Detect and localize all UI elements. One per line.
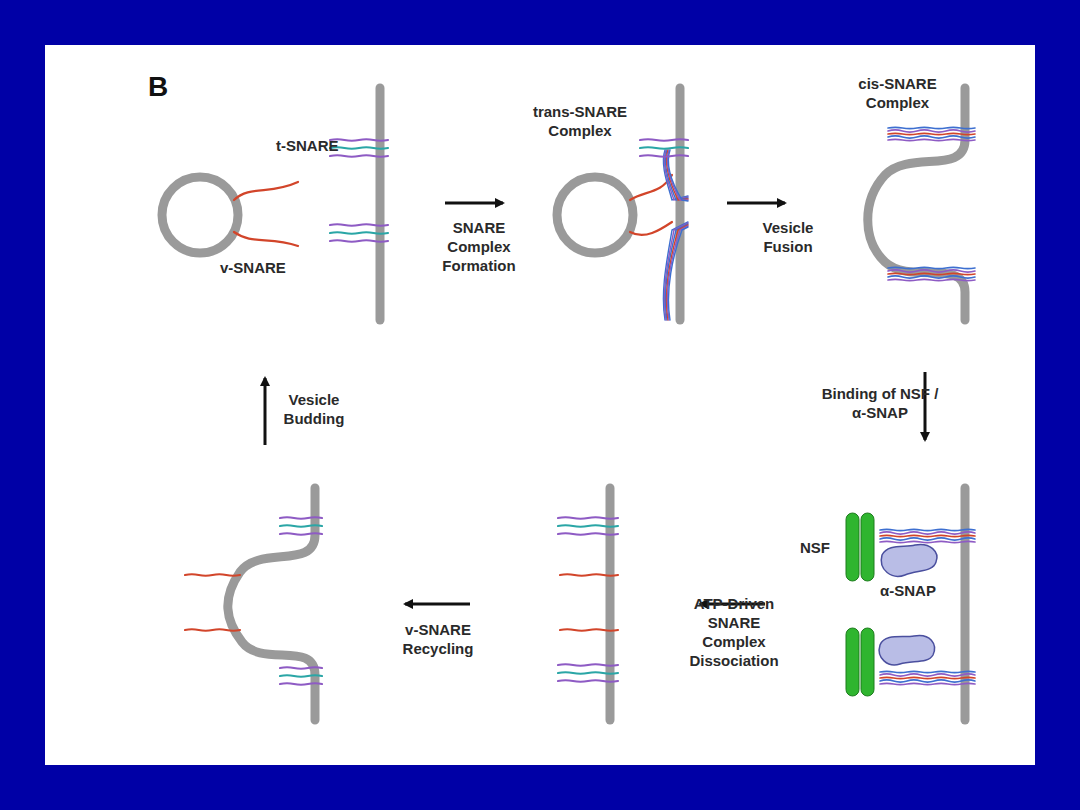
snare-strand	[880, 535, 975, 536]
snare-strand	[665, 224, 688, 320]
label: ATP-Driven SNARE Complex Dissociation	[678, 594, 790, 670]
snare-strand	[888, 139, 975, 140]
snare-strand	[880, 532, 975, 534]
label: v-SNARE Recycling	[390, 620, 486, 658]
snare-strand	[640, 139, 688, 141]
snare-strand	[185, 629, 240, 631]
snare-strand	[888, 267, 975, 268]
snare-strand	[330, 147, 388, 149]
snare-strand	[330, 232, 388, 234]
snare-strand	[666, 150, 688, 200]
snare-strand	[880, 683, 975, 684]
panel-letter: B	[148, 72, 188, 102]
snare-strand	[280, 517, 322, 519]
snare-strand	[280, 667, 322, 669]
snare-strand	[880, 680, 975, 682]
snare-strand	[888, 279, 975, 280]
snare-strand	[880, 677, 975, 678]
snare-strand	[880, 541, 975, 542]
snare-strand	[888, 133, 975, 134]
label: v-SNARE	[220, 258, 320, 277]
snare-strand	[558, 533, 618, 535]
label: t-SNARE	[276, 136, 376, 155]
snare-strand	[668, 150, 688, 201]
label: SNARE Complex Formation	[432, 218, 526, 275]
snare-strand	[330, 224, 388, 226]
snare-strand	[888, 127, 975, 128]
label: Vesicle Budding	[273, 390, 355, 428]
snare-strand	[234, 182, 298, 200]
snare-strand	[668, 227, 688, 320]
snare-strand	[280, 683, 322, 685]
label: NSF	[800, 538, 844, 557]
label: α-SNAP	[880, 581, 960, 600]
label: trans-SNARE Complex	[520, 102, 640, 140]
snare-strand	[888, 270, 975, 272]
snare-strand	[888, 273, 975, 274]
snare-strand	[880, 538, 975, 540]
snare-strand	[560, 574, 618, 576]
snare-strand	[664, 223, 688, 320]
snare-strand	[330, 240, 388, 242]
snare-strand	[667, 150, 688, 200]
snare-strand	[280, 525, 322, 527]
snare-strand	[558, 525, 618, 527]
snare-strand	[663, 222, 688, 320]
label: Binding of NSF / α-SNAP	[820, 384, 940, 422]
label: Vesicle Fusion	[750, 218, 826, 256]
snare-strand	[640, 147, 688, 149]
snare-strand	[330, 155, 388, 157]
snare-strand	[280, 675, 322, 677]
snare-strand	[880, 529, 975, 530]
snare-strand	[888, 136, 975, 138]
snare-strand	[280, 533, 322, 535]
snare-strand	[888, 276, 975, 278]
snare-strand	[558, 517, 618, 519]
snare-strand	[880, 671, 975, 672]
snare-strand	[185, 574, 240, 576]
snare-strand	[330, 139, 388, 141]
snare-strand	[558, 664, 618, 666]
snare-strand	[558, 672, 618, 674]
snare-strand	[234, 232, 298, 246]
snare-strand	[640, 155, 688, 157]
snare-strand	[666, 225, 688, 320]
snare-strand	[888, 130, 975, 132]
snare-strand	[558, 680, 618, 682]
snare-strand	[880, 674, 975, 676]
snare-strand	[667, 226, 688, 320]
snare-strand	[560, 629, 618, 631]
label: cis-SNARE Complex	[840, 74, 955, 112]
snare-strand	[630, 222, 672, 235]
